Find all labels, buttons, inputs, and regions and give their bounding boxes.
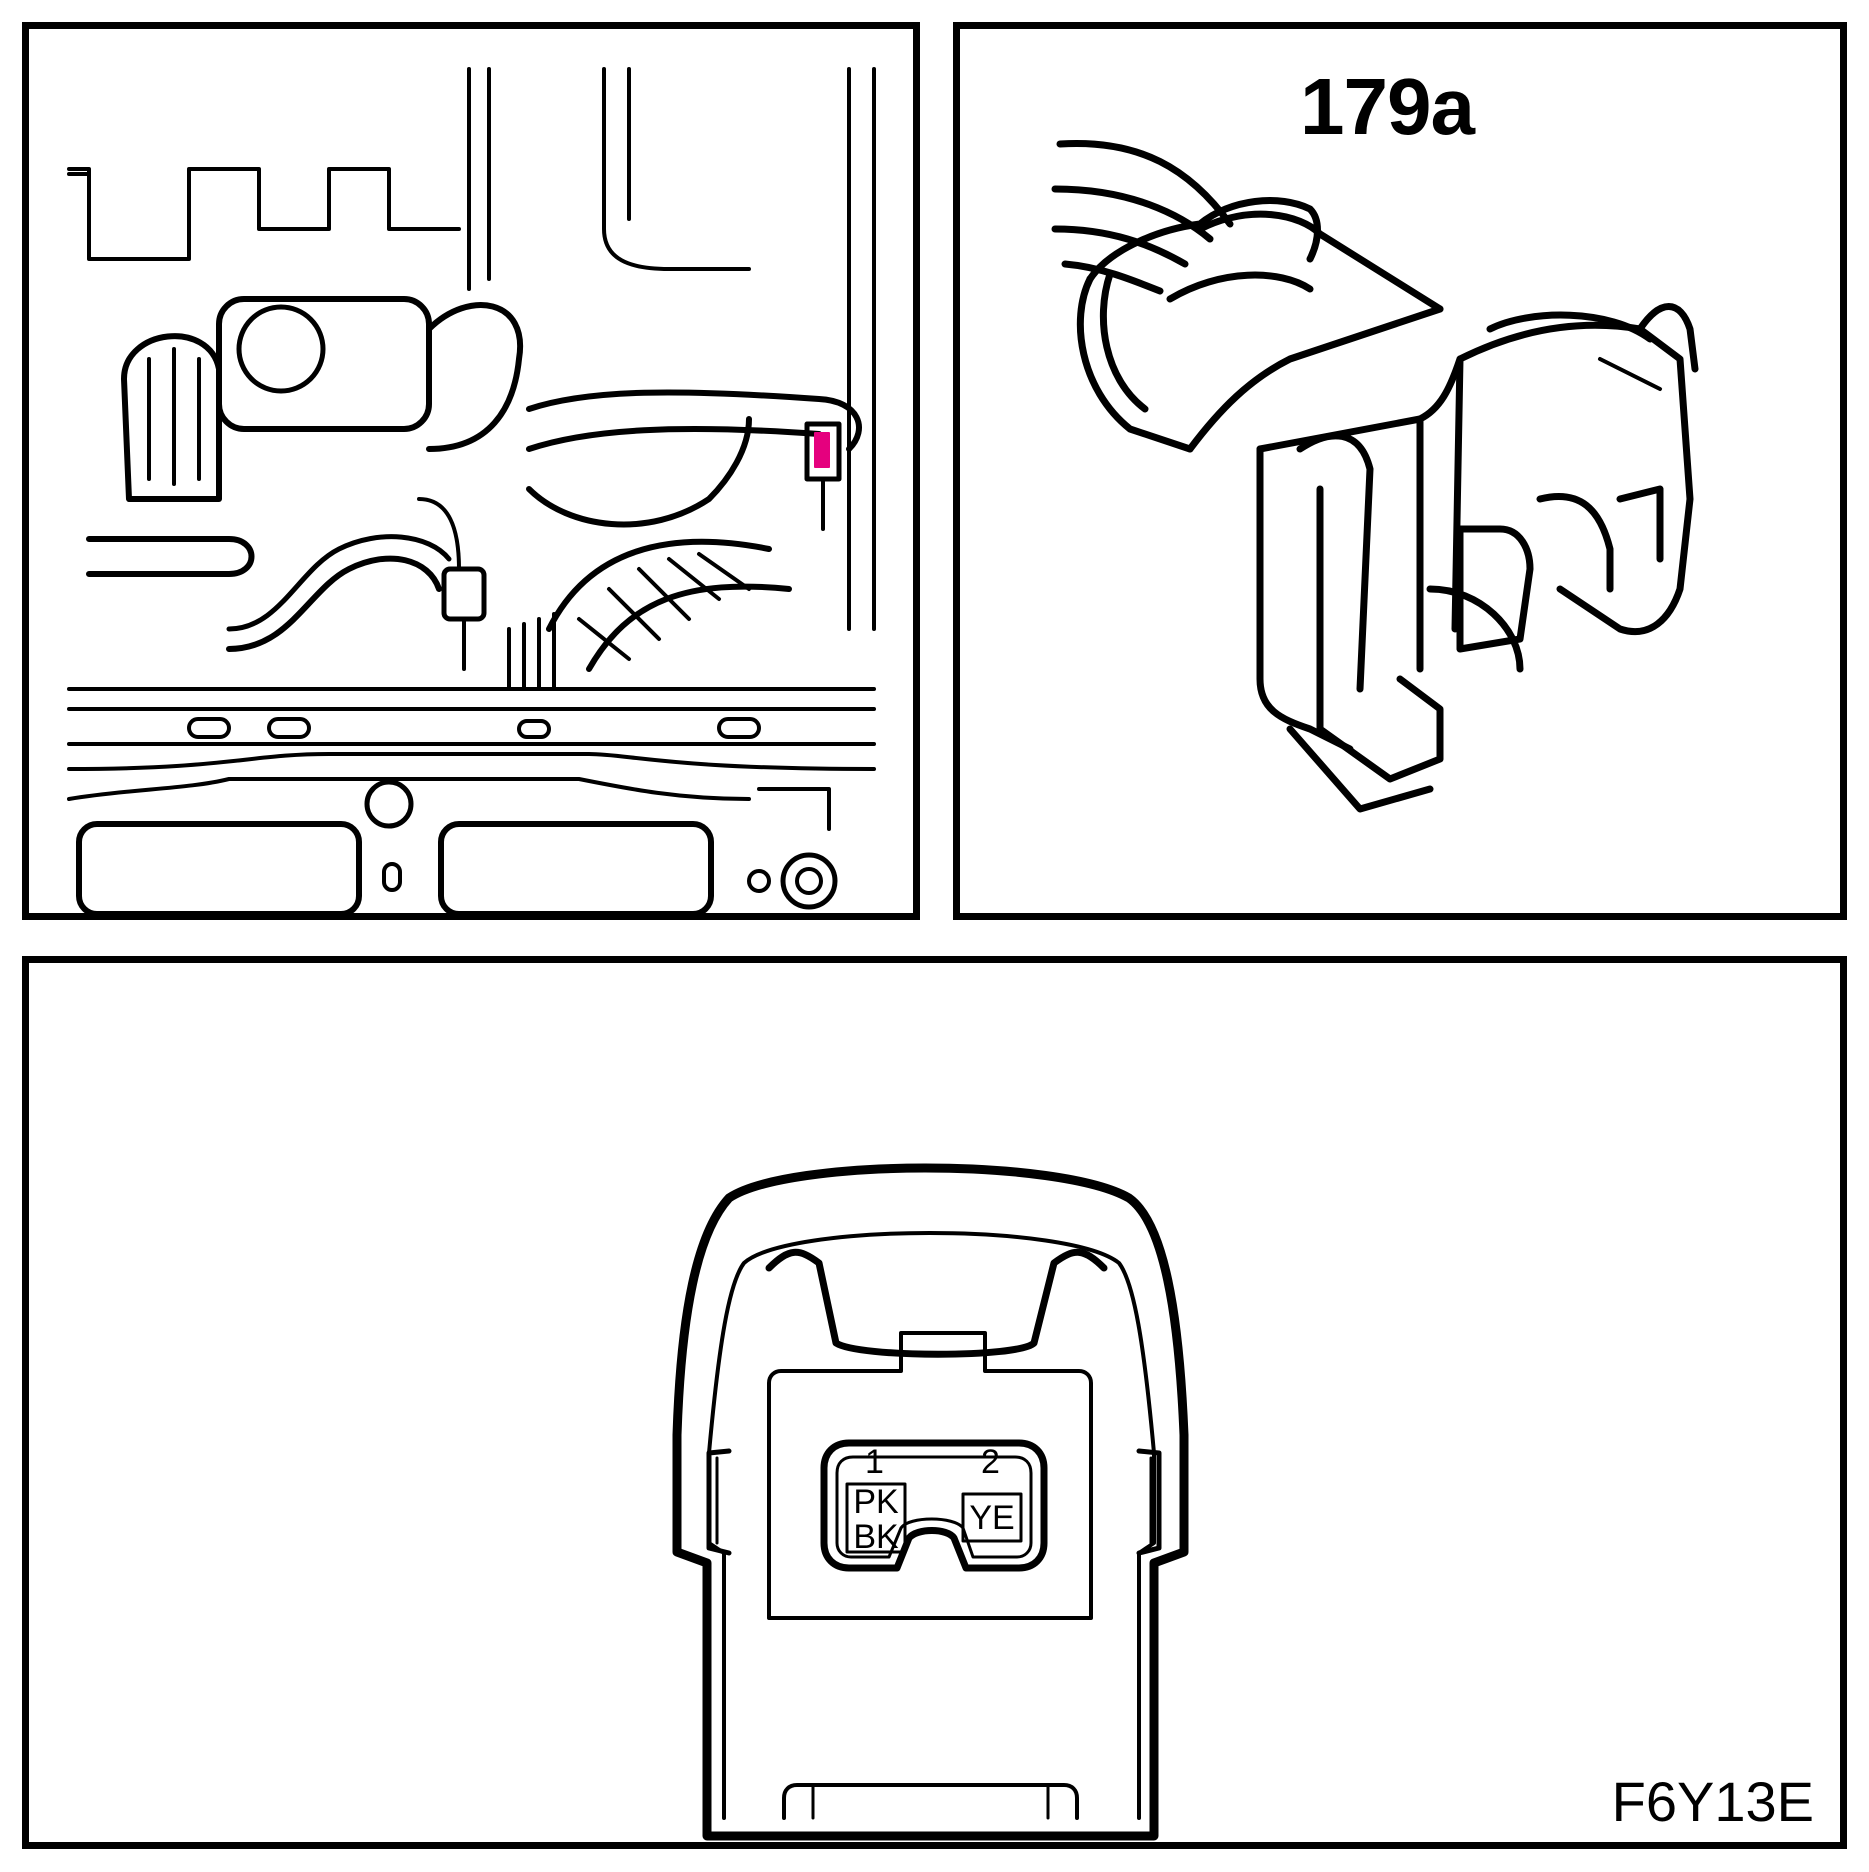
pin-1-number: 1 bbox=[865, 1443, 884, 1481]
connector-id-label: 179a bbox=[1300, 62, 1475, 151]
connector-3d-drawing bbox=[1051, 139, 1699, 813]
connector-3d-panel: 179a bbox=[953, 22, 1847, 920]
engine-location-panel bbox=[22, 22, 920, 920]
connector-face-panel: 1 PK BK 2 YE F6Y13E bbox=[22, 956, 1847, 1849]
pin-1-color-box bbox=[845, 1482, 907, 1554]
pin-1-color-1: PK bbox=[853, 1483, 899, 1521]
connector-face-drawing bbox=[672, 1163, 1189, 1841]
pin-2-color-1: YE bbox=[969, 1499, 1015, 1537]
pin-2-color-box bbox=[961, 1492, 1023, 1543]
pin-1-color-2: BK bbox=[853, 1518, 899, 1556]
connector-location-marker bbox=[814, 432, 830, 468]
figure-code-label: F6Y13E bbox=[1611, 1770, 1814, 1833]
engine-bay-drawing bbox=[67, 67, 876, 913]
pin-2-number: 2 bbox=[981, 1443, 1000, 1481]
